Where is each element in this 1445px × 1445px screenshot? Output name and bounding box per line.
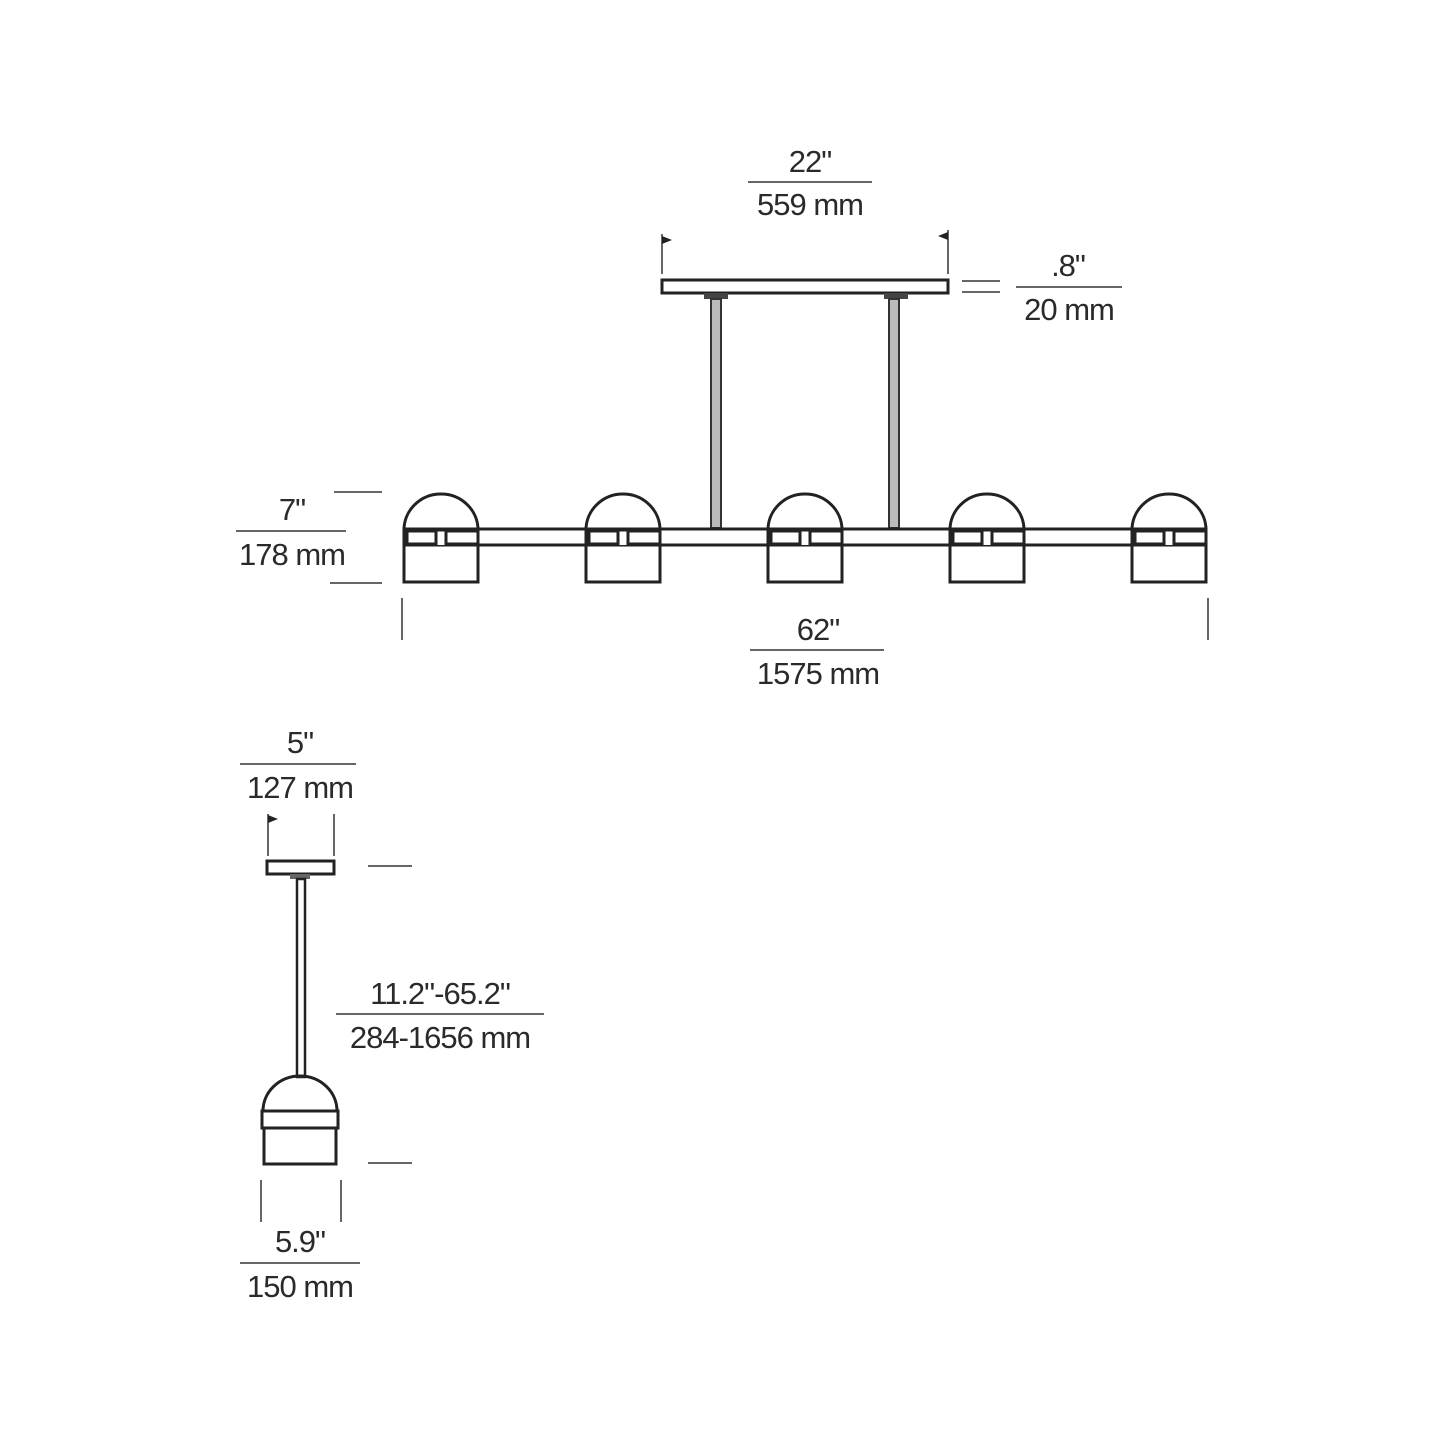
overall-length-metric: 1575 mm (757, 656, 879, 691)
shade-slot (769, 529, 802, 546)
shade-dome (1130, 492, 1208, 531)
shade (948, 492, 1026, 584)
overall-length-dimension: 62" 1575 mm (401, 598, 1209, 691)
shade-dome (584, 492, 662, 531)
side-stem (295, 877, 307, 1079)
overall-height-metric: 284-1656 mm (350, 1020, 530, 1055)
shade-slot (626, 529, 662, 546)
side-shade-band (260, 1109, 340, 1130)
shade-mask (586, 529, 660, 545)
shade-mask (768, 529, 842, 545)
stem (710, 298, 722, 529)
canopy-width-imperial: 22" (789, 144, 832, 179)
shade-slot (951, 529, 984, 546)
shade-slot (444, 529, 480, 546)
shade-body (948, 528, 1026, 584)
shade-mask (1132, 529, 1206, 545)
shade-slot (990, 529, 1026, 546)
shade-height-metric: 178 mm (239, 537, 345, 572)
side-view: 5" 127 mm 11.2"-65.2" 284-1656 mm 5.9" 1… (240, 725, 544, 1304)
shade-mask (950, 529, 1024, 545)
shade-body (584, 528, 662, 584)
shade-height-imperial: 7" (279, 492, 305, 527)
shade-height-dimension: 7" 178 mm (236, 491, 382, 584)
shade-slot (1133, 529, 1166, 546)
stem (888, 298, 900, 529)
front-view: 22" 559 mm .8" 20 mm 7" (236, 144, 1209, 691)
shade-mask (404, 529, 478, 545)
shade-slot (1172, 529, 1208, 546)
shade-slot (587, 529, 620, 546)
side-canopy (265, 859, 336, 876)
shade-width-imperial: 5.9" (275, 1224, 325, 1259)
side-canopy-width-imperial: 5" (287, 725, 313, 760)
shade-dome (948, 492, 1026, 531)
canopy (660, 278, 950, 295)
shade-dome (766, 492, 844, 531)
shade-body (402, 528, 480, 584)
shade (1130, 492, 1208, 584)
shade-slot (405, 529, 438, 546)
arrow-icon (938, 232, 948, 240)
arrow-icon (268, 815, 278, 823)
shades (402, 492, 1208, 584)
canopy-width-metric: 559 mm (757, 187, 863, 222)
canopy-height-metric: 20 mm (1024, 292, 1114, 327)
side-shade-dome (261, 1074, 339, 1112)
stem-mount (704, 293, 728, 299)
shade-body (1130, 528, 1208, 584)
shade (766, 492, 844, 584)
overall-length-imperial: 62" (797, 612, 840, 647)
shade-body (766, 528, 844, 584)
side-shade-body (262, 1126, 338, 1166)
shade-width-metric: 150 mm (247, 1269, 353, 1304)
overall-height-imperial: 11.2"-65.2" (370, 976, 510, 1011)
stem-mount (884, 293, 908, 299)
shade (402, 492, 480, 584)
arrow-icon (662, 236, 672, 244)
side-canopy-width-metric: 127 mm (247, 770, 353, 805)
shade (584, 492, 662, 584)
canopy-height-dimension: .8" 20 mm (962, 248, 1122, 327)
stem-mount (290, 874, 310, 879)
shade-dome (402, 492, 480, 531)
canopy-height-imperial: .8" (1051, 248, 1085, 283)
canopy-width-dimension: 22" 559 mm (661, 144, 949, 274)
shade-slot (808, 529, 844, 546)
